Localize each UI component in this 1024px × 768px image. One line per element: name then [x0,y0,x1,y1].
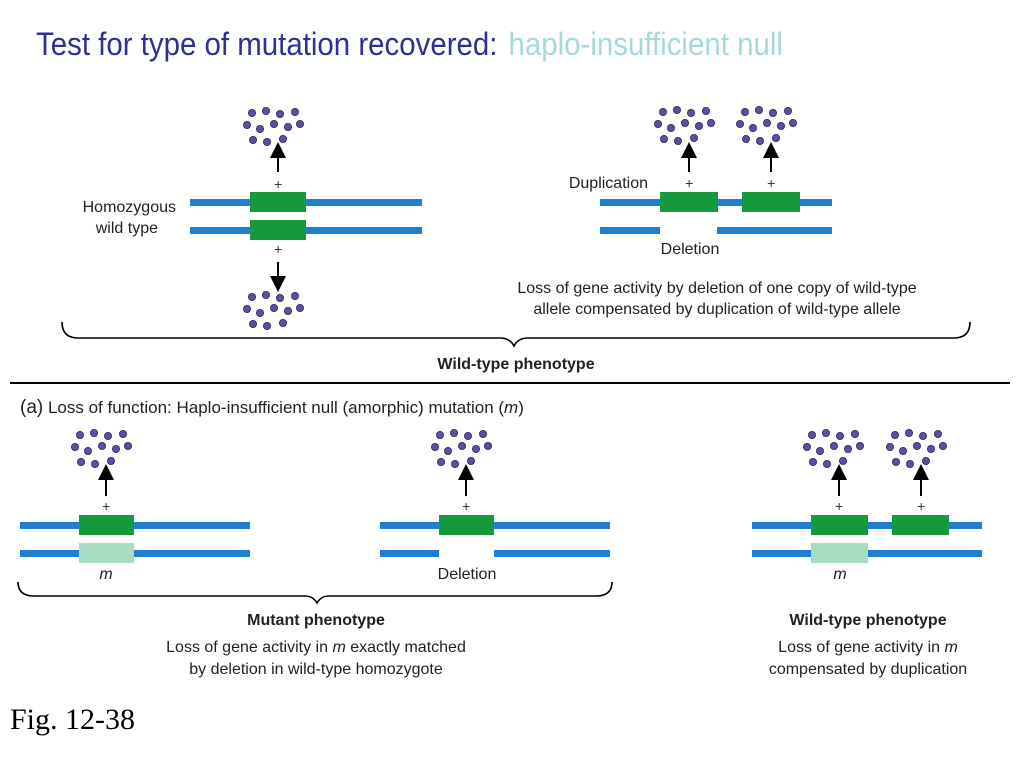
top-caption-line-2: allele compensated by duplication of wil… [533,301,900,318]
mutant-gene [79,543,134,563]
mutant-caption-line-1: Loss of gene activity in m exactly match… [166,639,466,656]
gene-product-dots [430,428,493,469]
duplication-deletion-figure: + + Duplication Deletion Loss of gene ac… [517,105,917,318]
duplicated-gene [742,192,800,212]
wild-type-gene [250,220,306,240]
mutant-phenotype-label: Mutant phenotype [247,612,385,629]
chromosome [20,522,250,529]
top-brace [61,321,971,348]
gene-product-dots [70,428,133,469]
wild-type-gene [250,192,306,212]
duplicated-gene [892,515,949,535]
chromosome-segment [600,227,660,234]
gene-product-dots [885,428,948,469]
homozygous-label: Homozygous [83,199,176,216]
panel-a-heading: (a) Loss of function: Haplo-insufficient… [20,397,524,418]
allele-plus-label: + [274,176,282,192]
bottom-brace [17,581,613,605]
chromosome-segment [494,550,610,557]
allele-plus-label: + [102,498,110,514]
wild-type-gene [811,515,868,535]
deletion-figure: + Deletion [380,428,610,583]
wild-type-gene [79,515,134,535]
wt-phenotype-label: Wild-type phenotype [789,612,946,629]
m-allele-label: m [99,566,112,583]
figure-label: Fig. 12-38 [10,703,136,736]
deletion-label: Deletion [438,566,497,583]
wild-type-gene [439,515,494,535]
m-with-duplication-figure: + + m [752,428,982,583]
gene-product-dots [653,105,716,146]
title-subtitle: haplo-insufficient null [508,26,783,62]
title-main: Test for type of mutation recovered: [36,26,498,62]
wt-caption-line-1: Loss of gene activity in m [778,639,958,656]
homozygous-wild-type-figure: + + Homozygous wild type [83,106,422,331]
chromosome [380,522,610,529]
wild-type-label: wild type [95,220,158,237]
gene-product-dots [802,428,865,469]
deletion-label: Deletion [661,241,720,258]
gene-product-dots [735,105,798,146]
heterozygote-m-figure: + m [20,428,250,583]
mutant-gene [811,543,868,563]
top-phenotype-label: Wild-type phenotype [437,356,594,373]
wt-caption-line-2: compensated by duplication [769,661,967,678]
m-allele-label: m [833,566,846,583]
allele-plus-label: + [835,498,843,514]
allele-plus-label: + [462,498,470,514]
allele-plus-label: + [685,175,693,191]
gene-product-dots-top [242,106,305,147]
allele-plus-label: + [917,498,925,514]
duplication-label: Duplication [569,175,648,192]
top-caption-line-1: Loss of gene activity by deletion of one… [517,280,916,297]
gene-product-dots-bottom [242,290,305,331]
allele-plus-label: + [767,175,775,191]
wild-type-gene [660,192,718,212]
allele-plus-label: + [274,241,282,257]
chromosome [20,550,250,557]
chromosome-segment [380,550,439,557]
mutant-caption-line-2: by deletion in wild-type homozygote [189,661,443,678]
slide-title: Test for type of mutation recovered: hapl… [36,26,783,63]
chromosome-segment [717,227,832,234]
